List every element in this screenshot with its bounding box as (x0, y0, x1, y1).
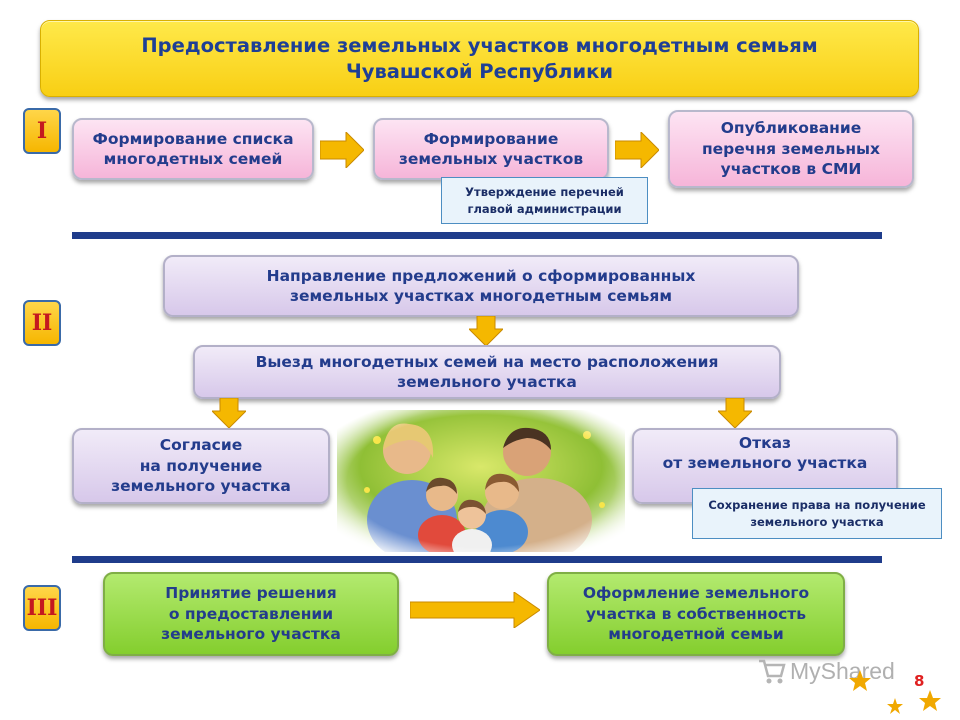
retain-right-note: Сохранение права на получение земельного… (692, 488, 942, 539)
form-family-list-box: Формирование списка многодетных семей (72, 118, 314, 180)
right-arrow-icon (615, 132, 659, 168)
ownership-registration-box: Оформление земельного участка в собствен… (547, 572, 845, 656)
down-arrow-icon (718, 398, 752, 428)
approval-note: Утверждение перечней главой администраци… (441, 177, 648, 224)
right-arrow-icon (410, 592, 540, 628)
cart-icon (759, 659, 786, 684)
page-number: 8 (914, 672, 925, 690)
form-land-plots-box: Формирование земельных участков (373, 118, 609, 180)
send-proposals-box: Направление предложений о сформированных… (163, 255, 799, 317)
section-divider (72, 232, 882, 239)
section-divider (72, 556, 882, 563)
consent-box: Согласие на получение земельного участка (72, 428, 330, 504)
stage-two-label: II (23, 300, 61, 346)
page-title: Предоставление земельных участков многод… (40, 20, 919, 97)
site-visit-box: Выезд многодетных семей на место располо… (193, 345, 781, 399)
decorative-stars-icon (849, 670, 941, 714)
stage-three-label: III (23, 585, 61, 631)
watermark: MyShared (790, 658, 895, 684)
right-arrow-icon (320, 132, 364, 168)
publish-list-box: Опубликование перечня земельных участков… (668, 110, 914, 188)
stage-one-label: I (23, 108, 61, 154)
down-arrow-icon (212, 398, 246, 428)
decision-box: Принятие решения о предоставлении земель… (103, 572, 399, 656)
family-photo (337, 410, 625, 552)
down-arrow-icon (469, 316, 503, 346)
